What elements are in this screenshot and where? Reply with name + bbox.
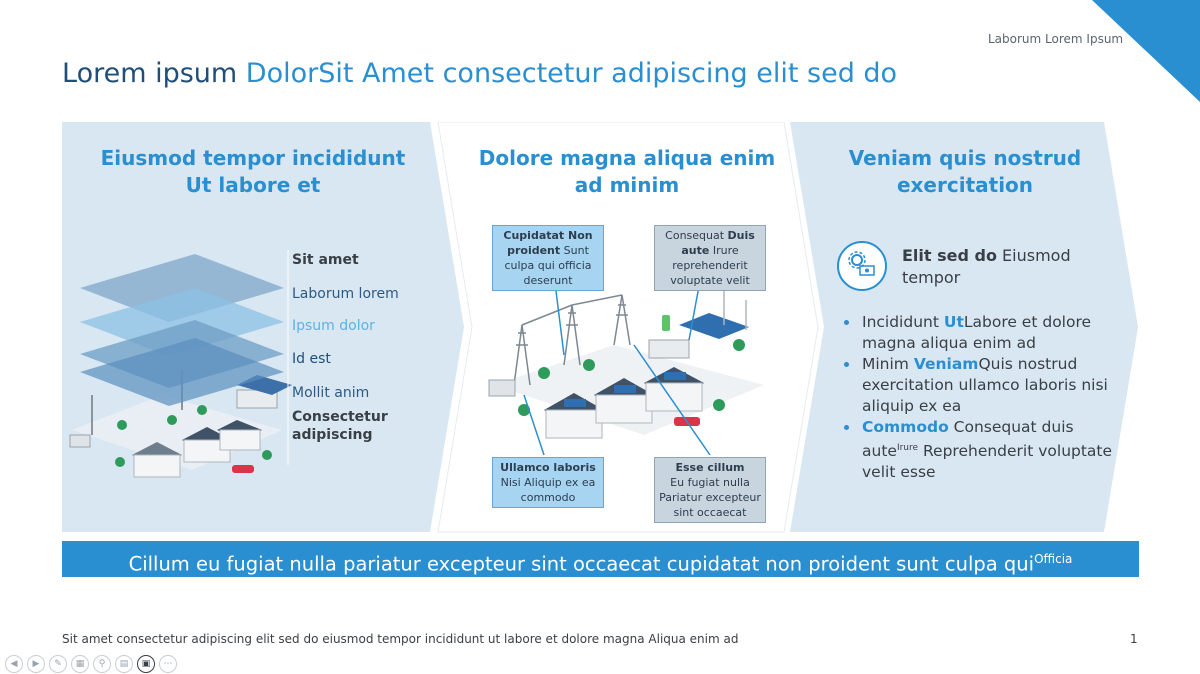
footer-text: Sit amet consectetur adipiscing elit sed… [62,632,739,646]
list-item: Minim VeniamQuis nostrud exercitation ul… [840,354,1120,417]
callout-top-left: Cupidatat Non proident Sunt culpa qui of… [492,225,604,291]
more-icon[interactable]: ⋯ [159,655,177,673]
layer-label-4: Id est [292,351,331,367]
layer-label-1: Sit amet [292,252,359,268]
panel3-heading: Veniam quis nostrud exercitation [848,146,1082,197]
next-icon[interactable]: ▶ [27,655,45,673]
prev-icon[interactable]: ◀ [5,655,23,673]
layer-stack-illustration [69,250,292,478]
panel2-heading: Dolore magna aliqua enim ad minim [478,146,776,197]
panel3-bg [790,122,1138,532]
panel2-bg [437,122,819,533]
camera-icon[interactable]: ▣ [137,655,155,673]
callout-top-right: Consequat Duis aute Irure reprehenderit … [654,225,766,291]
page-number: 1 [1130,632,1138,646]
list-item: Commodo Consequat duis auteIrure Reprehe… [840,417,1120,483]
panel1-heading: Eiusmod tempor incididunt Ut labore et [100,146,406,197]
callout-bottom-left: Ullamco laboris Nisi Aliquip ex ea commo… [492,457,604,508]
layer-label-5: Mollit anim [292,385,370,401]
bullet-list: Incididunt UtLabore et dolore magna aliq… [840,312,1120,483]
zoom-icon[interactable]: ⚲ [93,655,111,673]
pen-icon[interactable]: ✎ [49,655,67,673]
layer-label-2: Laborum lorem [292,286,399,302]
presentation-toolbar: ◀ ▶ ✎ ▦ ⚲ ▤ ▣ ⋯ [5,655,177,673]
corner-triangle [1092,0,1200,102]
layer-label-3: Ipsum dolor [292,318,375,334]
layer-label-6: Consectetur adipiscing [292,409,388,443]
subtitles-icon[interactable]: ▤ [115,655,133,673]
top-label: Laborum Lorem Ipsum [988,32,1124,46]
page-title: Lorem ipsum DolorSit Amet consectetur ad… [62,58,898,89]
slides-icon[interactable]: ▦ [71,655,89,673]
callout-bottom-right: Esse cillum Eu fugiat nulla Pariatur exc… [654,457,766,523]
energy-grid-illustration [488,285,764,455]
feature-text: Elit sed do Eiusmod tempor [902,246,1071,287]
gear-money-icon [837,241,887,291]
list-item: Incididunt UtLabore et dolore magna aliq… [840,312,1120,354]
bottom-banner: Cillum eu fugiat nulla pariatur excepteu… [62,541,1139,577]
